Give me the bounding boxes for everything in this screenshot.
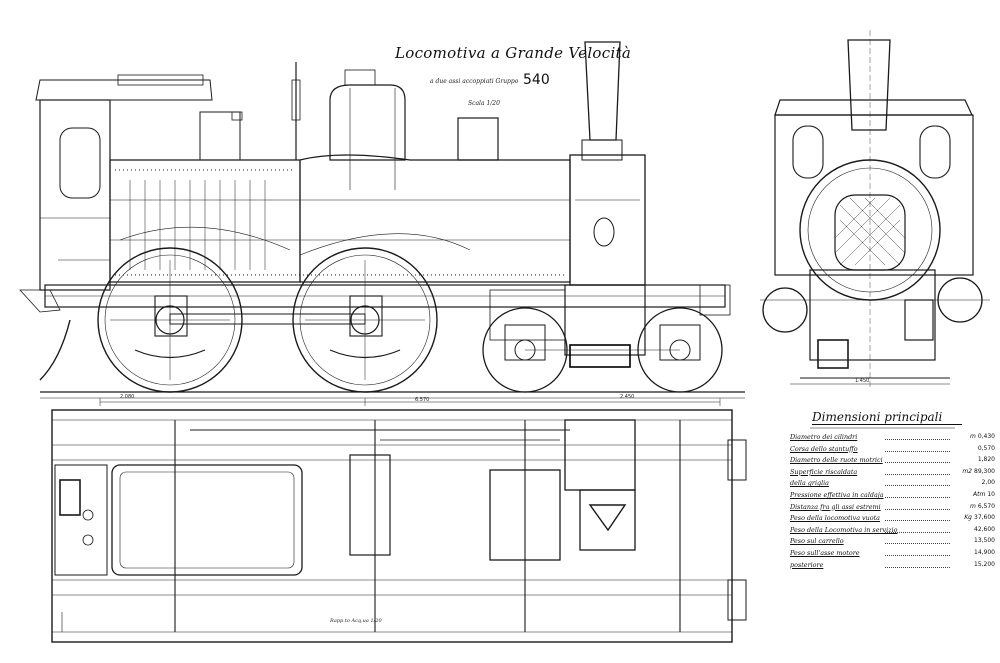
dimension-leader-dots: [885, 520, 950, 522]
dimension-leader-dots: [885, 462, 950, 464]
dimension-label: Corsa dello stantuffo: [790, 444, 858, 453]
plan-view: [51, 409, 747, 643]
domes-and-fittings: [199, 62, 499, 190]
front-elevation-view: 1.450: [760, 30, 990, 390]
dimension-value: 15,200: [955, 561, 995, 568]
boiler: [109, 154, 571, 283]
dimension-row: Peso della Locomotiva in servizio 42,600: [790, 526, 995, 538]
plan-note: Rapp.to Acq.ua 1/20: [330, 618, 382, 624]
dimension-leader-dots: [885, 450, 950, 452]
dimension-label: Pressione effettiva in caldaja: [790, 490, 884, 499]
dimension-row: Peso sull'asse motore 14,900: [790, 549, 995, 561]
dimension-leader-dots: [885, 531, 950, 533]
dimension-row: Diametro delle ruote motrici 1,820: [790, 456, 995, 468]
dimension-unit: m: [969, 502, 976, 510]
dimension-row: Corsa dello stantuffo 0,570: [790, 445, 995, 457]
dimension-label: posteriore: [790, 560, 824, 569]
dimension-leader-dots: [885, 508, 950, 510]
drawing-scale: Scala 1/20: [468, 100, 500, 107]
dimension-number: 1,820: [977, 456, 995, 464]
side-elevation-view: 2.080 6.570 2.450: [19, 41, 745, 406]
dimension-number: 2,00: [981, 479, 995, 487]
dimension-unit: Atm: [973, 490, 986, 498]
dimension-label: Peso sull'asse motore: [790, 548, 860, 557]
dimension-value: 2,00: [955, 479, 995, 486]
dimension-number: 6,570: [977, 502, 995, 510]
dimension-number: 14,900: [974, 548, 995, 556]
dimension-leader-dots: [885, 473, 950, 475]
side-dim-wheelbase-left: 2.080: [120, 394, 134, 400]
side-dimension-lines: [99, 398, 721, 406]
dimension-number: 15,200: [974, 560, 995, 568]
bogie-wheels: [482, 307, 723, 393]
dimension-leader-dots: [885, 543, 950, 545]
dimension-leader-dots: [885, 496, 950, 498]
dimension-number: 42,600: [974, 525, 995, 533]
dimension-label: Superficie riscaldata: [790, 467, 858, 476]
dimension-leader-dots: [885, 485, 950, 487]
dimension-number: 13,500: [974, 537, 995, 545]
dimension-value: 42,600: [955, 526, 995, 533]
dimension-value: 14,900: [955, 549, 995, 556]
dimension-row: Peso sul carrello 13,500: [790, 537, 995, 549]
dimension-number: 0,430: [977, 433, 995, 440]
dimension-number: 37,600: [974, 514, 995, 522]
side-dim-total: 6.570: [415, 397, 429, 403]
dimension-label: Diametro dei cilindri: [790, 433, 858, 441]
dimension-leader-dots: [885, 566, 950, 568]
dimension-leader-dots: [885, 439, 950, 440]
dimension-number: 10: [987, 490, 995, 498]
dimension-value: 13,500: [955, 537, 995, 544]
dimension-label: Distanza fra gli assi estremi: [790, 502, 881, 511]
front-dim-base: 1.450: [855, 378, 869, 384]
dimension-label: Peso della Locomotiva in servizio: [790, 525, 898, 534]
group-number: 540: [523, 72, 550, 88]
dimension-value: 0,570: [955, 445, 995, 452]
dimension-row: della griglia 2,00: [790, 479, 995, 491]
dimension-unit: m2: [962, 467, 972, 475]
drawing-title: Locomotiva a Grande Velocità: [395, 44, 632, 62]
smokebox-and-chimney: [569, 41, 646, 286]
cab: [35, 74, 213, 291]
dimension-label: Peso della locomotiva vuota: [790, 514, 880, 523]
dimension-unit: Kg: [964, 514, 972, 522]
dimension-number: 0,570: [977, 444, 995, 452]
driving-wheels: [97, 247, 438, 393]
dimension-label: Diametro delle ruote motrici: [790, 456, 883, 465]
dimension-value: 1,820: [955, 456, 995, 463]
drawing-subtitle: a due assi accoppiati Gruppo: [430, 78, 519, 85]
dimension-leader-dots: [885, 554, 950, 556]
dimension-number: 89,300: [974, 467, 995, 475]
dimension-row: posteriore 15,200: [790, 561, 995, 573]
principal-dimensions-heading: Dimensioni principali: [812, 410, 962, 425]
frame: [19, 284, 731, 381]
dimension-label: Peso sul carrello: [790, 537, 844, 546]
dimension-unit: m: [969, 433, 976, 440]
side-dim-wheelbase-right: 2.450: [620, 394, 634, 400]
dimension-label: della griglia: [790, 479, 829, 488]
